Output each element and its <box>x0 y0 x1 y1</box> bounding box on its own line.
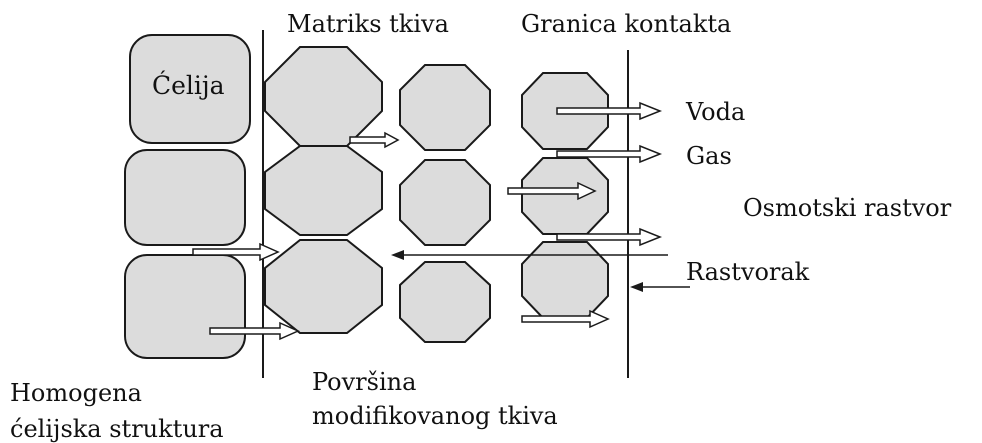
cell-label: Ćelija <box>152 71 225 100</box>
osmotic-solution-label: Osmotski rastvor <box>743 194 952 222</box>
octagon-cell <box>521 241 609 319</box>
homogeneous-structure-label-line2: ćelijska struktura <box>10 415 224 443</box>
hollow-arrow <box>556 227 663 247</box>
hollow-arrow <box>556 101 663 121</box>
hollow-arrow <box>556 144 663 164</box>
modified-surface-label-line1: Površina <box>312 368 417 396</box>
cell-rounded-1 <box>129 34 251 144</box>
octagon-cell <box>399 64 491 151</box>
octagon-cell <box>264 239 383 334</box>
contact-border-label: Granica kontakta <box>521 10 732 38</box>
hollow-arrow <box>209 321 300 341</box>
hollow-arrow <box>192 242 280 262</box>
homogeneous-structure-label-line1: Homogena <box>10 379 142 407</box>
hollow-arrow <box>521 309 610 329</box>
modified-surface-label-line2: modifikovanog tkiva <box>312 402 558 430</box>
solute-arrowhead-short <box>630 282 643 292</box>
hollow-arrow <box>349 131 400 149</box>
cell-rounded-3 <box>124 254 246 359</box>
octagon-cell <box>521 157 609 235</box>
flow-arrows <box>192 101 663 341</box>
hollow-arrow <box>507 181 597 201</box>
octagon-cell <box>399 159 491 246</box>
gas-label: Gas <box>686 142 732 170</box>
solute-arrowhead-long <box>391 250 404 260</box>
water-label: Voda <box>686 98 746 126</box>
cell-rounded-2 <box>124 149 246 246</box>
octagon-cell <box>264 145 383 236</box>
octagon-cell <box>399 261 491 343</box>
octagon-cell <box>264 46 383 147</box>
solute-label: Rastvorak <box>686 258 810 286</box>
tissue-matrix-label: Matriks tkiva <box>287 10 449 38</box>
